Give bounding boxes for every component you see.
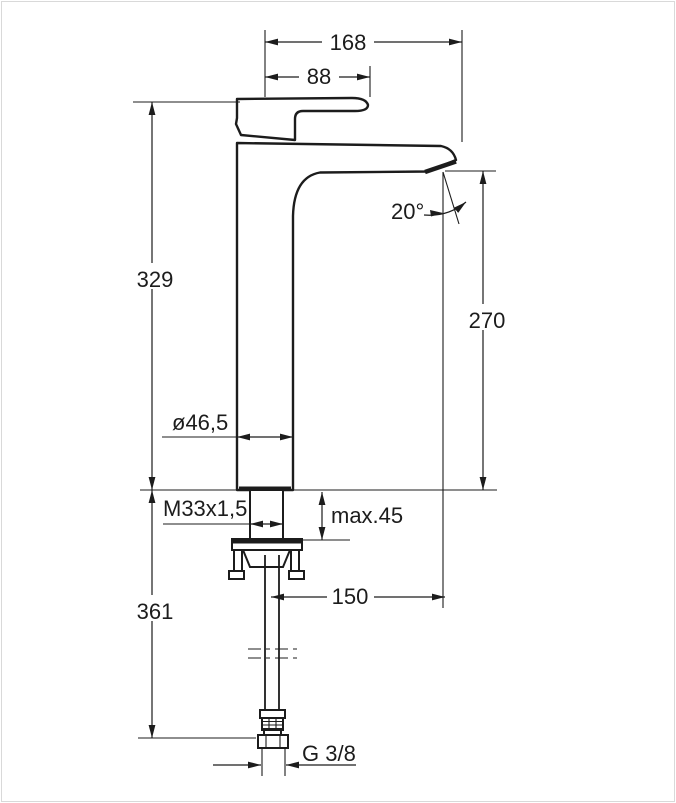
dim-connection-g38: G 3/8 <box>213 741 356 769</box>
mounting-plate-top-band <box>233 539 301 544</box>
lever-handle <box>234 96 370 142</box>
dim-label-361: 361 <box>137 599 174 624</box>
dim-label-20deg: 20° <box>391 199 424 224</box>
thread-extension-lines <box>261 748 286 776</box>
hose-collar <box>259 709 286 719</box>
dim-below-deck-361: 361 <box>130 490 180 738</box>
dim-label-88: 88 <box>307 64 331 89</box>
dim-label-270: 270 <box>469 308 506 333</box>
supply-hose <box>248 555 300 776</box>
dim-thread-m33: M33x1,5 <box>163 496 283 528</box>
reference-lines <box>133 30 497 739</box>
dim-label-329: 329 <box>137 267 174 292</box>
dim-label-max45: max.45 <box>331 503 403 528</box>
dim-height-329: 329 <box>130 102 180 490</box>
mounting-leg-left <box>233 549 243 572</box>
mounting-leg-right <box>290 549 300 572</box>
dim-spout-reach-168: 168 <box>265 30 462 55</box>
mounting-foot-left <box>228 570 245 580</box>
hose-crimp-hatch <box>262 718 283 730</box>
dim-label-46-5: ø46,5 <box>172 410 228 435</box>
spout-angle-slant-line <box>442 171 460 225</box>
dim-max-deck-45: max.45 <box>318 492 403 540</box>
dim-label-m33: M33x1,5 <box>163 496 247 521</box>
dim-projection-150: 150 <box>271 584 445 609</box>
connection-nut <box>257 734 289 749</box>
dim-lever-88: 88 <box>265 64 370 89</box>
mounting-foot-right <box>288 570 305 580</box>
dim-label-g38: G 3/8 <box>302 741 356 766</box>
faucet-outline <box>234 96 458 492</box>
connection-nut-facets <box>265 735 281 748</box>
dim-label-168: 168 <box>330 30 367 55</box>
dim-outlet-height-270: 270 <box>462 171 512 490</box>
spout-outlet-face <box>424 159 457 175</box>
dim-label-150: 150 <box>332 584 369 609</box>
mounting-nut <box>241 549 292 568</box>
dimensions: 168 88 329 270 361 ø46,5 <box>130 30 512 769</box>
threaded-shank <box>249 489 284 540</box>
dim-spout-angle-20: 20° <box>391 199 467 224</box>
dim-body-diameter-46-5: ø46,5 <box>162 410 293 441</box>
